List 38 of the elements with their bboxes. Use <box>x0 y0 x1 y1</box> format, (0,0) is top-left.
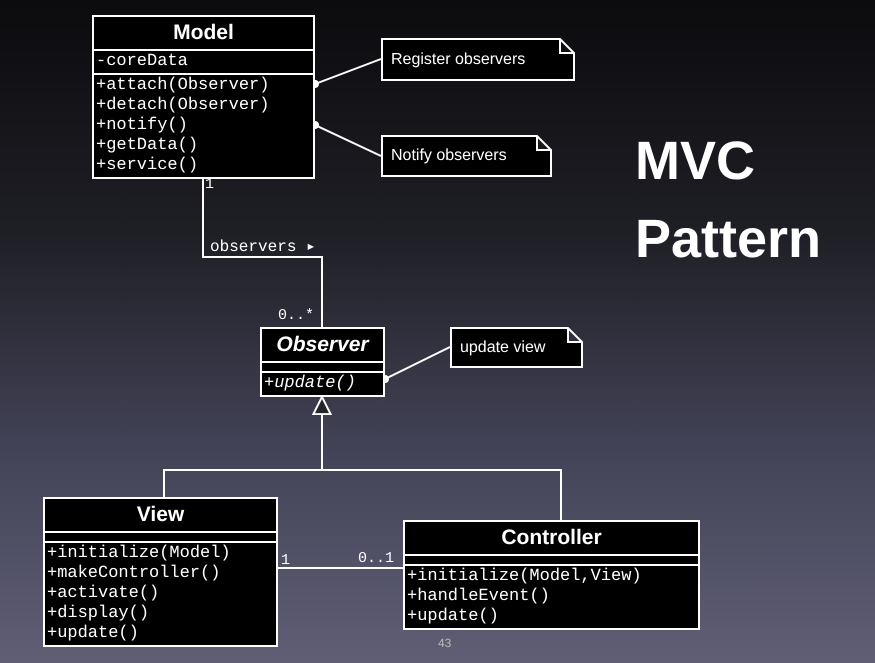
class-name: Controller <box>500 525 603 551</box>
operation: +activate() <box>47 584 160 604</box>
operation: +update() <box>47 624 140 644</box>
operation: +detach(Observer) <box>96 96 270 116</box>
multiplicity-label: 0..* <box>278 307 314 324</box>
multiplicity-label: 0..1 <box>358 550 394 567</box>
class-name: View <box>136 502 186 528</box>
operation: +initialize(Model,View) <box>407 567 643 587</box>
attribute: -coreData <box>96 52 189 72</box>
association-line <box>278 567 403 569</box>
slide-title: MVC Pattern <box>635 130 822 271</box>
operation: +update() <box>264 374 357 394</box>
note <box>381 38 575 81</box>
operation: +attach(Observer) <box>96 76 270 96</box>
generalization-arrow <box>312 396 562 520</box>
operation: +update() <box>407 607 500 627</box>
note-text: update view <box>460 338 546 356</box>
class-box <box>403 520 700 630</box>
operation: +service() <box>96 156 200 176</box>
operation: +makeController() <box>47 564 222 584</box>
operation: +initialize(Model) <box>47 544 232 564</box>
class-name: Model <box>172 20 235 46</box>
edge-label: observers ▸ <box>210 237 316 256</box>
class-box <box>43 497 278 647</box>
operation: +handleEvent() <box>407 587 551 607</box>
class-box <box>260 327 385 397</box>
association-line <box>202 179 323 327</box>
class-box <box>92 15 315 179</box>
note <box>450 327 583 368</box>
page-number: 43 <box>438 636 452 650</box>
operation: +getData() <box>96 136 200 156</box>
note <box>381 135 552 177</box>
operation: +display() <box>47 604 150 624</box>
note-text: Notify observers <box>391 147 507 165</box>
operation: +notify() <box>96 116 189 136</box>
note-text: Register observers <box>391 50 526 68</box>
class-name: Observer <box>275 332 370 358</box>
multiplicity-label: 1 <box>281 552 290 569</box>
